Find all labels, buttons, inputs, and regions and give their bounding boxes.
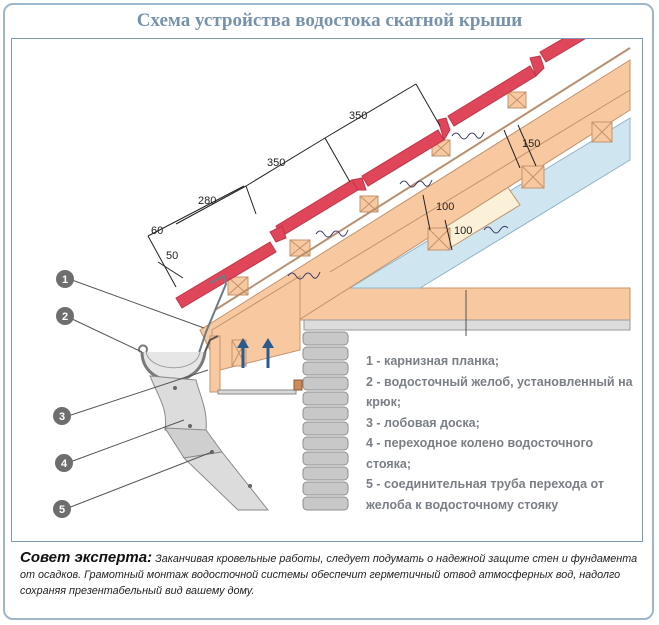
callout-1-badge xyxy=(56,270,74,288)
soffit xyxy=(217,389,297,395)
legend-item-3: 3 - лобовая доска; xyxy=(366,415,480,430)
dimension-lines xyxy=(147,83,537,288)
callout-1: 1 xyxy=(62,274,68,286)
diagram-title: Схема устройства водостока скатной крыши xyxy=(136,10,523,31)
fascia-board xyxy=(209,335,221,393)
advice-heading: Совет эксперта: xyxy=(20,549,153,566)
legend: 1 - карнизная планка; 2 - водосточный же… xyxy=(366,351,636,515)
legend-item-5: 5 - соединительная труба перехода от жел… xyxy=(366,477,604,512)
legend-item-2: 2 - водосточный желоб, установленный на … xyxy=(366,374,633,410)
callout-2: 2 xyxy=(62,311,68,323)
air-intake-arrows xyxy=(237,338,274,368)
callout-5: 5 xyxy=(59,504,65,516)
dim-100-lower: 100 xyxy=(454,225,472,237)
membrane-line xyxy=(214,47,631,311)
callout-leaders xyxy=(67,279,213,509)
roof-tiles xyxy=(175,39,586,309)
callout-3: 3 xyxy=(59,411,65,423)
gutter-hook xyxy=(204,335,219,353)
dim-350-upper: 350 xyxy=(349,110,367,122)
dim-280: 280 xyxy=(198,195,216,207)
dimension-labels: 60 50 280 350 350 150 100 100 xyxy=(151,110,540,262)
callout-2-badge xyxy=(56,307,74,325)
legend-item-4: 4 - переходное колено водосточного стояк… xyxy=(366,436,594,471)
insulation-layer xyxy=(348,117,631,289)
downpipe xyxy=(149,375,270,511)
dim-50: 50 xyxy=(166,250,178,262)
callout-badges: 1 2 3 4 5 xyxy=(53,270,74,518)
advice-text: Заканчивая кровельные работы, следует по… xyxy=(20,553,638,597)
dim-60: 60 xyxy=(151,225,163,237)
brick-wall xyxy=(302,331,349,511)
callout-5-badge xyxy=(53,500,71,518)
ceiling-beam xyxy=(299,287,631,336)
dim-350-lower: 350 xyxy=(267,157,285,169)
dim-150: 150 xyxy=(522,138,540,150)
callout-4-badge xyxy=(55,454,73,472)
legend-item-1: 1 - карнизная планка; xyxy=(366,354,499,368)
dim-100-upper: 100 xyxy=(436,201,454,213)
ventilation-flow xyxy=(287,131,509,280)
drip-edge xyxy=(195,274,228,363)
counter-battens xyxy=(227,91,613,367)
expert-advice: Совет эксперта: Заканчивая кровельные ра… xyxy=(20,550,640,599)
callout-3-badge xyxy=(53,407,71,425)
rafter xyxy=(199,59,631,373)
callout-4: 4 xyxy=(61,458,68,470)
